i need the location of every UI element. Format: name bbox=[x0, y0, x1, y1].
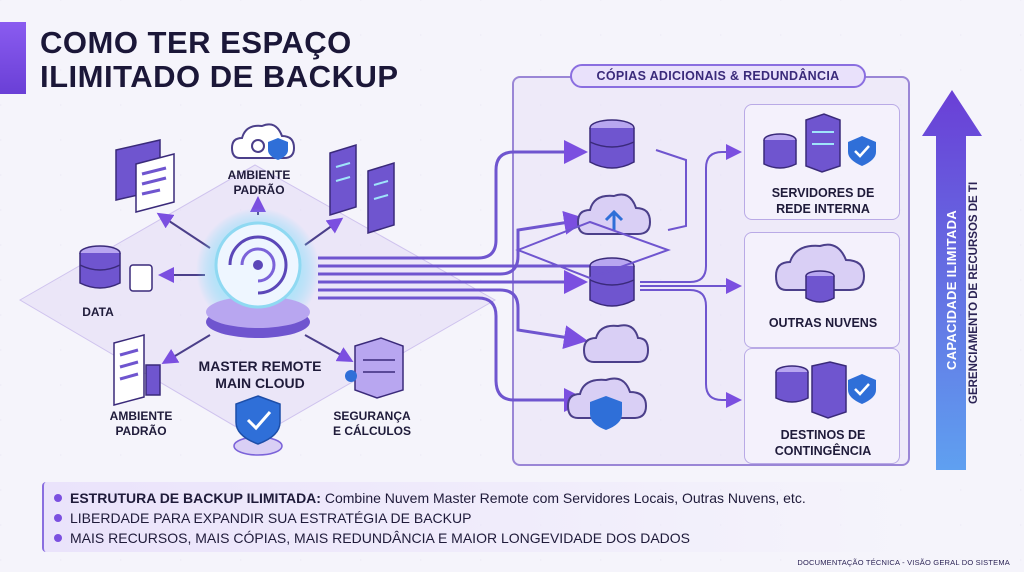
bullet-item-text: Combine Nuvem Master Remote com Servidor… bbox=[320, 490, 806, 506]
code-window-icon bbox=[115, 139, 175, 213]
node-label-seguranca: SEGURANÇA E CÁLCULOS bbox=[322, 409, 422, 439]
destination-internal-servers-label-2: REDE INTERNA bbox=[776, 202, 870, 216]
internal-servers-icon bbox=[763, 113, 876, 173]
contingency-servers-icon bbox=[775, 361, 876, 419]
hub-label-line-1: MASTER REMOTE bbox=[198, 358, 322, 374]
node-label-ambiente-top: AMBIENTE PADRÃO bbox=[214, 168, 304, 198]
bullet-item-bold: ESTRUTURA DE BACKUP ILIMITADA: bbox=[70, 490, 321, 506]
shield-icon bbox=[233, 395, 283, 456]
security-server-icon bbox=[345, 337, 404, 399]
bullet-list: ESTRUTURA DE BACKUP ILIMITADA: Combine N… bbox=[42, 482, 912, 552]
bullet-item: LIBERDADE PARA EXPANDIR SUA ESTRATÉGIA D… bbox=[54, 508, 912, 528]
hub-label: MASTER REMOTE MAIN CLOUD bbox=[190, 358, 330, 392]
title-line-2: ILIMITADO DE BACKUP bbox=[40, 59, 399, 94]
capacity-label: CAPACIDADE ILIMITADA bbox=[944, 209, 959, 370]
document-server-icon bbox=[113, 334, 161, 406]
hub-label-line-2: MAIN CLOUD bbox=[215, 375, 305, 391]
panel-database-middle-icon bbox=[589, 257, 635, 307]
bullet-item-text: LIBERDADE PARA EXPANDIR SUA ESTRATÉGIA D… bbox=[70, 510, 472, 526]
node-label-ambiente-bottom-text: AMBIENTE PADRÃO bbox=[109, 409, 173, 438]
bullet-item: ESTRUTURA DE BACKUP ILIMITADA: Combine N… bbox=[54, 488, 912, 508]
panel-connectors bbox=[515, 144, 742, 408]
bullet-item-text: MAIS RECURSOS, MAIS CÓPIAS, MAIS REDUNDÂ… bbox=[70, 530, 690, 546]
footer-note: DOCUMENTAÇÃO TÉCNICA - VISÃO GERAL DO SI… bbox=[797, 558, 1010, 567]
redundancy-panel-header: CÓPIAS ADICIONAIS & REDUNDÂNCIA bbox=[570, 64, 866, 88]
database-icon bbox=[79, 245, 153, 292]
panel-cloud-icon bbox=[582, 324, 650, 363]
destination-contingency-label-2: CONTINGÊNCIA bbox=[774, 444, 872, 458]
management-label: GERENCIAMENTO DE RECURSOS DE TI bbox=[968, 181, 980, 404]
node-label-ambiente-bottom: AMBIENTE PADRÃO bbox=[96, 409, 186, 439]
cloud-gear-icon bbox=[230, 123, 296, 160]
destination-contingency-label-1: DESTINOS DE bbox=[780, 428, 866, 442]
capacity-arrow-icon bbox=[922, 90, 982, 470]
cloud-shield-icon bbox=[566, 377, 648, 430]
node-label-data: DATA bbox=[70, 305, 126, 320]
node-label-seguranca-text: SEGURANÇA E CÁLCULOS bbox=[333, 409, 411, 438]
destination-other-clouds-label: OUTRAS NUVENS bbox=[768, 316, 878, 330]
server-rack-icon bbox=[329, 143, 395, 235]
node-label-ambiente-top-text: AMBIENTE PADRÃO bbox=[227, 168, 291, 197]
title-accent-bar bbox=[0, 22, 26, 94]
panel-database-top-icon bbox=[589, 119, 635, 169]
bullet-item: MAIS RECURSOS, MAIS CÓPIAS, MAIS REDUNDÂ… bbox=[54, 528, 912, 548]
master-remote-hub-icon bbox=[196, 208, 320, 338]
destination-internal-servers-label-1: SERVIDORES DE bbox=[771, 186, 875, 200]
title-line-1: COMO TER ESPAÇO bbox=[40, 25, 352, 60]
page-title: COMO TER ESPAÇO ILIMITADO DE BACKUP bbox=[40, 26, 399, 94]
node-label-data-text: DATA bbox=[82, 305, 114, 319]
other-clouds-icon bbox=[774, 243, 866, 303]
